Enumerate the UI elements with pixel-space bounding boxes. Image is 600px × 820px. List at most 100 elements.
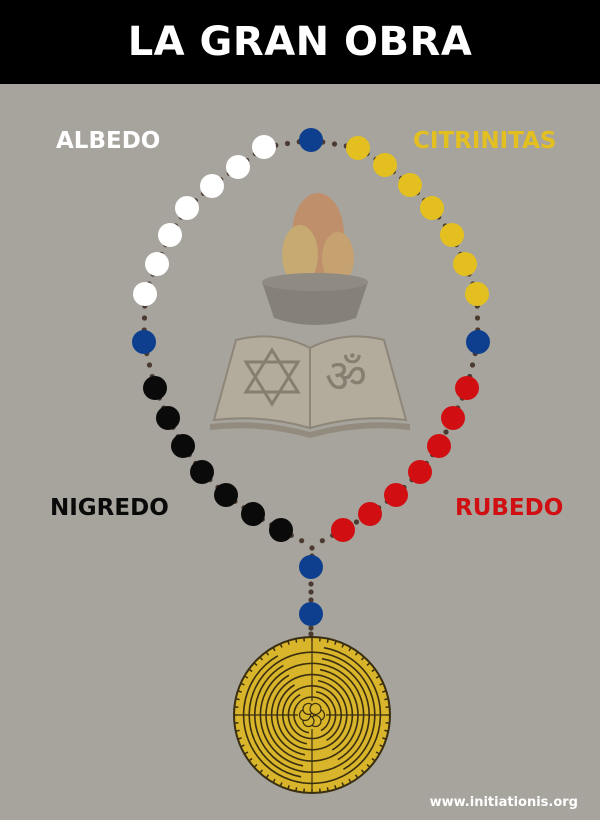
yellow-bead [373,153,397,177]
chain-link [308,631,314,637]
yellow-bead [440,223,464,247]
labyrinth-rim-notch [265,774,270,779]
labyrinth-rim-notch [366,662,371,667]
labyrinth-rim-notch [295,787,298,792]
chain-link [331,141,338,147]
labyrinth-ring [259,662,365,767]
red-bead [455,376,479,400]
labyrinth-rim-notch [375,675,380,679]
yellow-bead [346,136,370,160]
red-bead [384,483,408,507]
white-bead [226,155,250,179]
stage-label-nigredo: NIGREDO [50,495,169,521]
chain-link [308,581,314,587]
yellow-bead [420,196,444,220]
chain-link [319,538,325,544]
yellow-bead [465,282,489,306]
labyrinth-ring [276,679,348,751]
black-bead [214,483,238,507]
white-bead [175,196,199,220]
star-of-david-icon [243,347,301,407]
red-bead [408,460,432,484]
labyrinth-rim-notch [272,778,276,783]
labyrinth-rim-notch [265,651,270,656]
blue-bead-right [466,330,490,354]
labyrinth-rim-notch [240,682,245,686]
black-bead [269,518,293,542]
labyrinth-rim-notch [382,690,387,693]
center-illustration: ॐ [210,193,410,438]
beads [132,128,490,626]
chain-link [308,625,314,631]
chain-link [299,538,305,544]
labyrinth-rim-notch [237,737,242,740]
labyrinth-rim-notch [235,729,240,732]
labyrinth-rim-notch [382,737,387,740]
labyrinth-rim-notch [360,769,365,774]
black-bead [190,460,214,484]
black-bead [143,376,167,400]
om-symbol-icon: ॐ [325,349,367,403]
labyrinth-rim-notch [326,787,329,792]
labyrinth-rim-notch [244,675,249,679]
labyrinth-ring [254,657,370,773]
labyrinth-ring [242,646,382,785]
labyrinth-rim-notch [371,668,376,673]
labyrinth-rim-notch [384,729,389,732]
labyrinth-rim-notch [295,638,298,643]
blue-bead-pendant-lower [299,602,323,626]
yellow-bead [453,252,477,276]
labyrinth-ring [270,673,354,756]
labyrinth-rim-notch [253,763,258,768]
labyrinth-rim-notch [360,656,365,661]
blue-bead-pendant-upper [299,555,323,579]
white-bead [158,223,182,247]
labyrinth-rim-notch [326,638,329,643]
stage-label-rubedo: RUBEDO [455,495,564,521]
chain-link [469,362,476,368]
black-bead [241,502,265,526]
footer-url[interactable]: www.initiationis.org [429,795,578,810]
labyrinth-rim-notch [341,643,345,648]
chain-link [146,362,153,368]
chain-link [284,140,291,147]
red-bead [331,518,355,542]
labyrinth-rim-notch [248,757,253,762]
labyrinth-ring [282,685,342,745]
labyrinth-rim-notch [279,782,283,787]
labyrinth-rim-notch [244,751,249,755]
chain-link [308,597,314,603]
labyrinth-ring [265,668,359,762]
stage-label-albedo: ALBEDO [56,128,161,154]
blue-bead-top [299,128,323,152]
chain-link [443,429,449,435]
labyrinth-rim-notch [348,778,352,783]
blue-bead-left [132,330,156,354]
labyrinth-rim-notch [341,782,345,787]
labyrinth-rim-notch [348,647,352,652]
labyrinth-rim-notch [237,690,242,693]
stage-label-citrinitas: CITRINITAS [413,128,557,154]
open-book-icon [210,335,410,438]
labyrinth-ring [287,690,337,740]
labyrinth-rim-notch [287,785,290,790]
white-bead [200,174,224,198]
black-bead [171,434,195,458]
labyrinth-ring [248,651,376,778]
page-title: LA GRAN OBRA [0,0,600,84]
labyrinth-rim-notch [272,647,276,652]
labyrinth-rim-notch [334,640,337,645]
white-bead [145,252,169,276]
labyrinth-rim-notch [371,757,376,762]
chain-link [474,315,481,321]
white-bead [252,135,276,159]
yellow-bead [398,173,422,197]
red-bead [441,406,465,430]
labyrinth-icon [233,636,391,794]
labyrinth-rim-notch [259,656,264,661]
chain-link [309,545,315,551]
chain-link [308,589,314,595]
labyrinth-rim-notch [240,744,245,748]
labyrinth-rim-notch [334,785,337,790]
